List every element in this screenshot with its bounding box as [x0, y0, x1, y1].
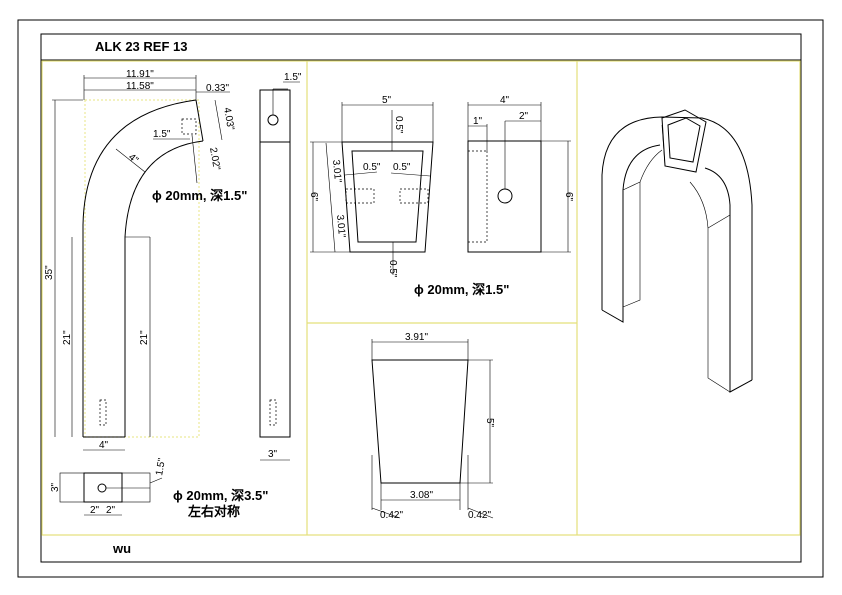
bounding-box	[84, 99, 200, 438]
dim-hole-offset: 1.5"	[153, 129, 171, 140]
dim-depth: 1.5"	[154, 457, 168, 477]
inner-arc	[124, 140, 204, 437]
dim-end-height: 4.03"	[221, 107, 236, 132]
dim-offset: 0.33"	[206, 83, 229, 94]
dim-inner-width: 11.58"	[126, 81, 154, 92]
bottom-view: 1.5" 3" 2" 2" ϕ 20mm, 深3.5" 左右对称	[50, 457, 268, 519]
dim-width: 4"	[500, 95, 510, 106]
dim-right: 2"	[106, 505, 116, 516]
dim-total-width: 11.91"	[126, 69, 154, 80]
dim-leg-width: 4"	[99, 440, 109, 451]
drawing-title: ALK 23 REF 13	[95, 39, 187, 54]
cap-side-view: 2" 4" 1" 6" ϕ 20mm, 深1.5"	[414, 95, 574, 297]
dim-height: 5"	[484, 418, 495, 428]
dim-wall: 1"	[473, 116, 483, 127]
dim-top: 3.91"	[405, 332, 428, 343]
hole-hidden	[181, 118, 197, 135]
isometric-view	[601, 109, 753, 393]
dim-left-offset: 0.42"	[380, 510, 403, 521]
dim-hole-offset: 1.5"	[284, 72, 302, 83]
dim-height: 6"	[563, 192, 574, 202]
outer-arc	[82, 99, 197, 437]
hole	[267, 114, 279, 126]
hole-note: ϕ 20mm, 深1.5"	[152, 188, 247, 203]
dim-height: 6"	[308, 192, 319, 202]
dim-total-height: 35"	[44, 265, 55, 280]
dim-arm-thickness: 4"	[126, 152, 140, 167]
side-view: 1.5" 3"	[259, 72, 302, 461]
dim-wall-left: 0.5"	[363, 162, 381, 173]
cap-front-view: 5" 0.5" 0.5" 0.5" 0.5" 3.01" 3.01" 6"	[308, 95, 434, 278]
drawing-area-frame	[41, 60, 801, 536]
front-view: 11.91" 11.58" 0.33" 4.03" 1.5" 2.02" 4" …	[44, 69, 247, 451]
dim-right-offset: 0.42"	[468, 510, 491, 521]
hole-note: ϕ 20mm, 深3.5"	[173, 488, 268, 503]
cap-hole-note: ϕ 20mm, 深1.5"	[414, 282, 509, 297]
cap-top-view: 3.91" 5" 3.08" 0.42" 0.42"	[371, 332, 495, 521]
symmetry-note: 左右对称	[188, 504, 240, 519]
hole-hidden	[99, 399, 107, 426]
dim-width: 3"	[268, 449, 278, 460]
dim-hole: 2"	[519, 111, 529, 122]
dim-wall-bottom: 0.5"	[387, 260, 398, 278]
outer-border	[17, 19, 824, 578]
end-face	[195, 99, 204, 142]
dim-wall-right: 0.5"	[393, 162, 411, 173]
author-label: wu	[112, 541, 131, 556]
dim-height: 3"	[50, 482, 61, 492]
dim-side-upper: 3.01"	[330, 159, 343, 183]
dim-leg-height-right: 21"	[139, 330, 150, 345]
dim-left: 2"	[90, 505, 100, 516]
dim-leg-height-left: 21"	[62, 330, 73, 345]
dim-side-lower: 3.01"	[334, 214, 347, 238]
dim-wall-top: 0.5"	[393, 116, 404, 134]
dim-top: 5"	[382, 95, 392, 106]
dim-hole-height: 2.02"	[207, 147, 222, 172]
dim-bottom: 3.08"	[410, 490, 433, 501]
inner-border	[40, 33, 802, 563]
